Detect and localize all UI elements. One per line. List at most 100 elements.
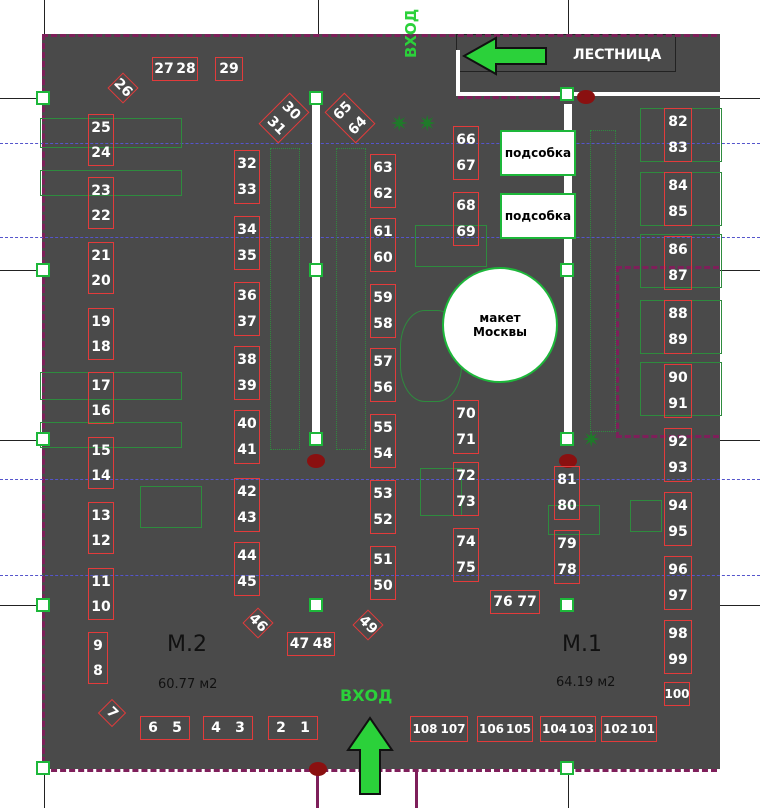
bar-outline bbox=[590, 130, 616, 432]
table-outline bbox=[140, 486, 202, 528]
table-outline bbox=[548, 505, 600, 535]
zone-m1-area: 64.19 м2 bbox=[556, 675, 616, 690]
table-outline bbox=[420, 468, 462, 516]
grid-node bbox=[36, 432, 50, 446]
grid-node bbox=[36, 598, 50, 612]
pillar bbox=[559, 454, 577, 468]
sofa-outline bbox=[640, 234, 722, 288]
entrance-bottom-label: ВХОД bbox=[340, 686, 393, 705]
grid-node bbox=[36, 263, 50, 277]
grid-node bbox=[309, 432, 323, 446]
plant-icon: ✷ bbox=[418, 112, 437, 137]
table-29[interactable]: 29 bbox=[215, 57, 243, 81]
entrance-arrow-left-icon bbox=[462, 36, 547, 76]
axis-line bbox=[0, 575, 760, 576]
grid-node bbox=[560, 87, 574, 101]
grid-node bbox=[36, 761, 50, 775]
zone-boundary bbox=[616, 266, 719, 438]
entrance-arrow-up-icon bbox=[346, 716, 394, 795]
table-outline bbox=[630, 500, 662, 532]
bar-outline bbox=[336, 148, 366, 450]
grid-node bbox=[560, 432, 574, 446]
white-wall bbox=[456, 50, 460, 96]
table-outline bbox=[415, 225, 487, 267]
utility-room[interactable]: подсобка bbox=[500, 130, 576, 176]
white-wall bbox=[456, 92, 760, 96]
plant-icon: ✷ bbox=[582, 428, 601, 453]
zone-m2-label: М.2 bbox=[167, 632, 207, 657]
sofa-outline bbox=[40, 170, 182, 196]
grid-node bbox=[309, 598, 323, 612]
entrance-top-label: ВХОД bbox=[402, 8, 420, 58]
utility-room[interactable]: подсобка bbox=[500, 193, 576, 239]
zone-m1-label: М.1 bbox=[562, 632, 602, 657]
model-label-line1: макет bbox=[479, 311, 521, 325]
pillar bbox=[309, 762, 327, 776]
table-100[interactable]: 100 bbox=[664, 682, 690, 706]
sofa-outline bbox=[640, 362, 722, 416]
model-label-line2: Москвы bbox=[473, 325, 527, 339]
pillar bbox=[577, 90, 595, 104]
grid-node bbox=[36, 91, 50, 105]
axis-line bbox=[0, 143, 760, 144]
grid-node bbox=[560, 263, 574, 277]
bar-outline bbox=[270, 148, 300, 450]
grid-node bbox=[560, 761, 574, 775]
plant-icon: ✷ bbox=[390, 112, 409, 137]
zone-boundary bbox=[316, 770, 319, 808]
zone-m2-area: 60.77 м2 bbox=[158, 677, 218, 692]
axis-line bbox=[0, 237, 760, 238]
